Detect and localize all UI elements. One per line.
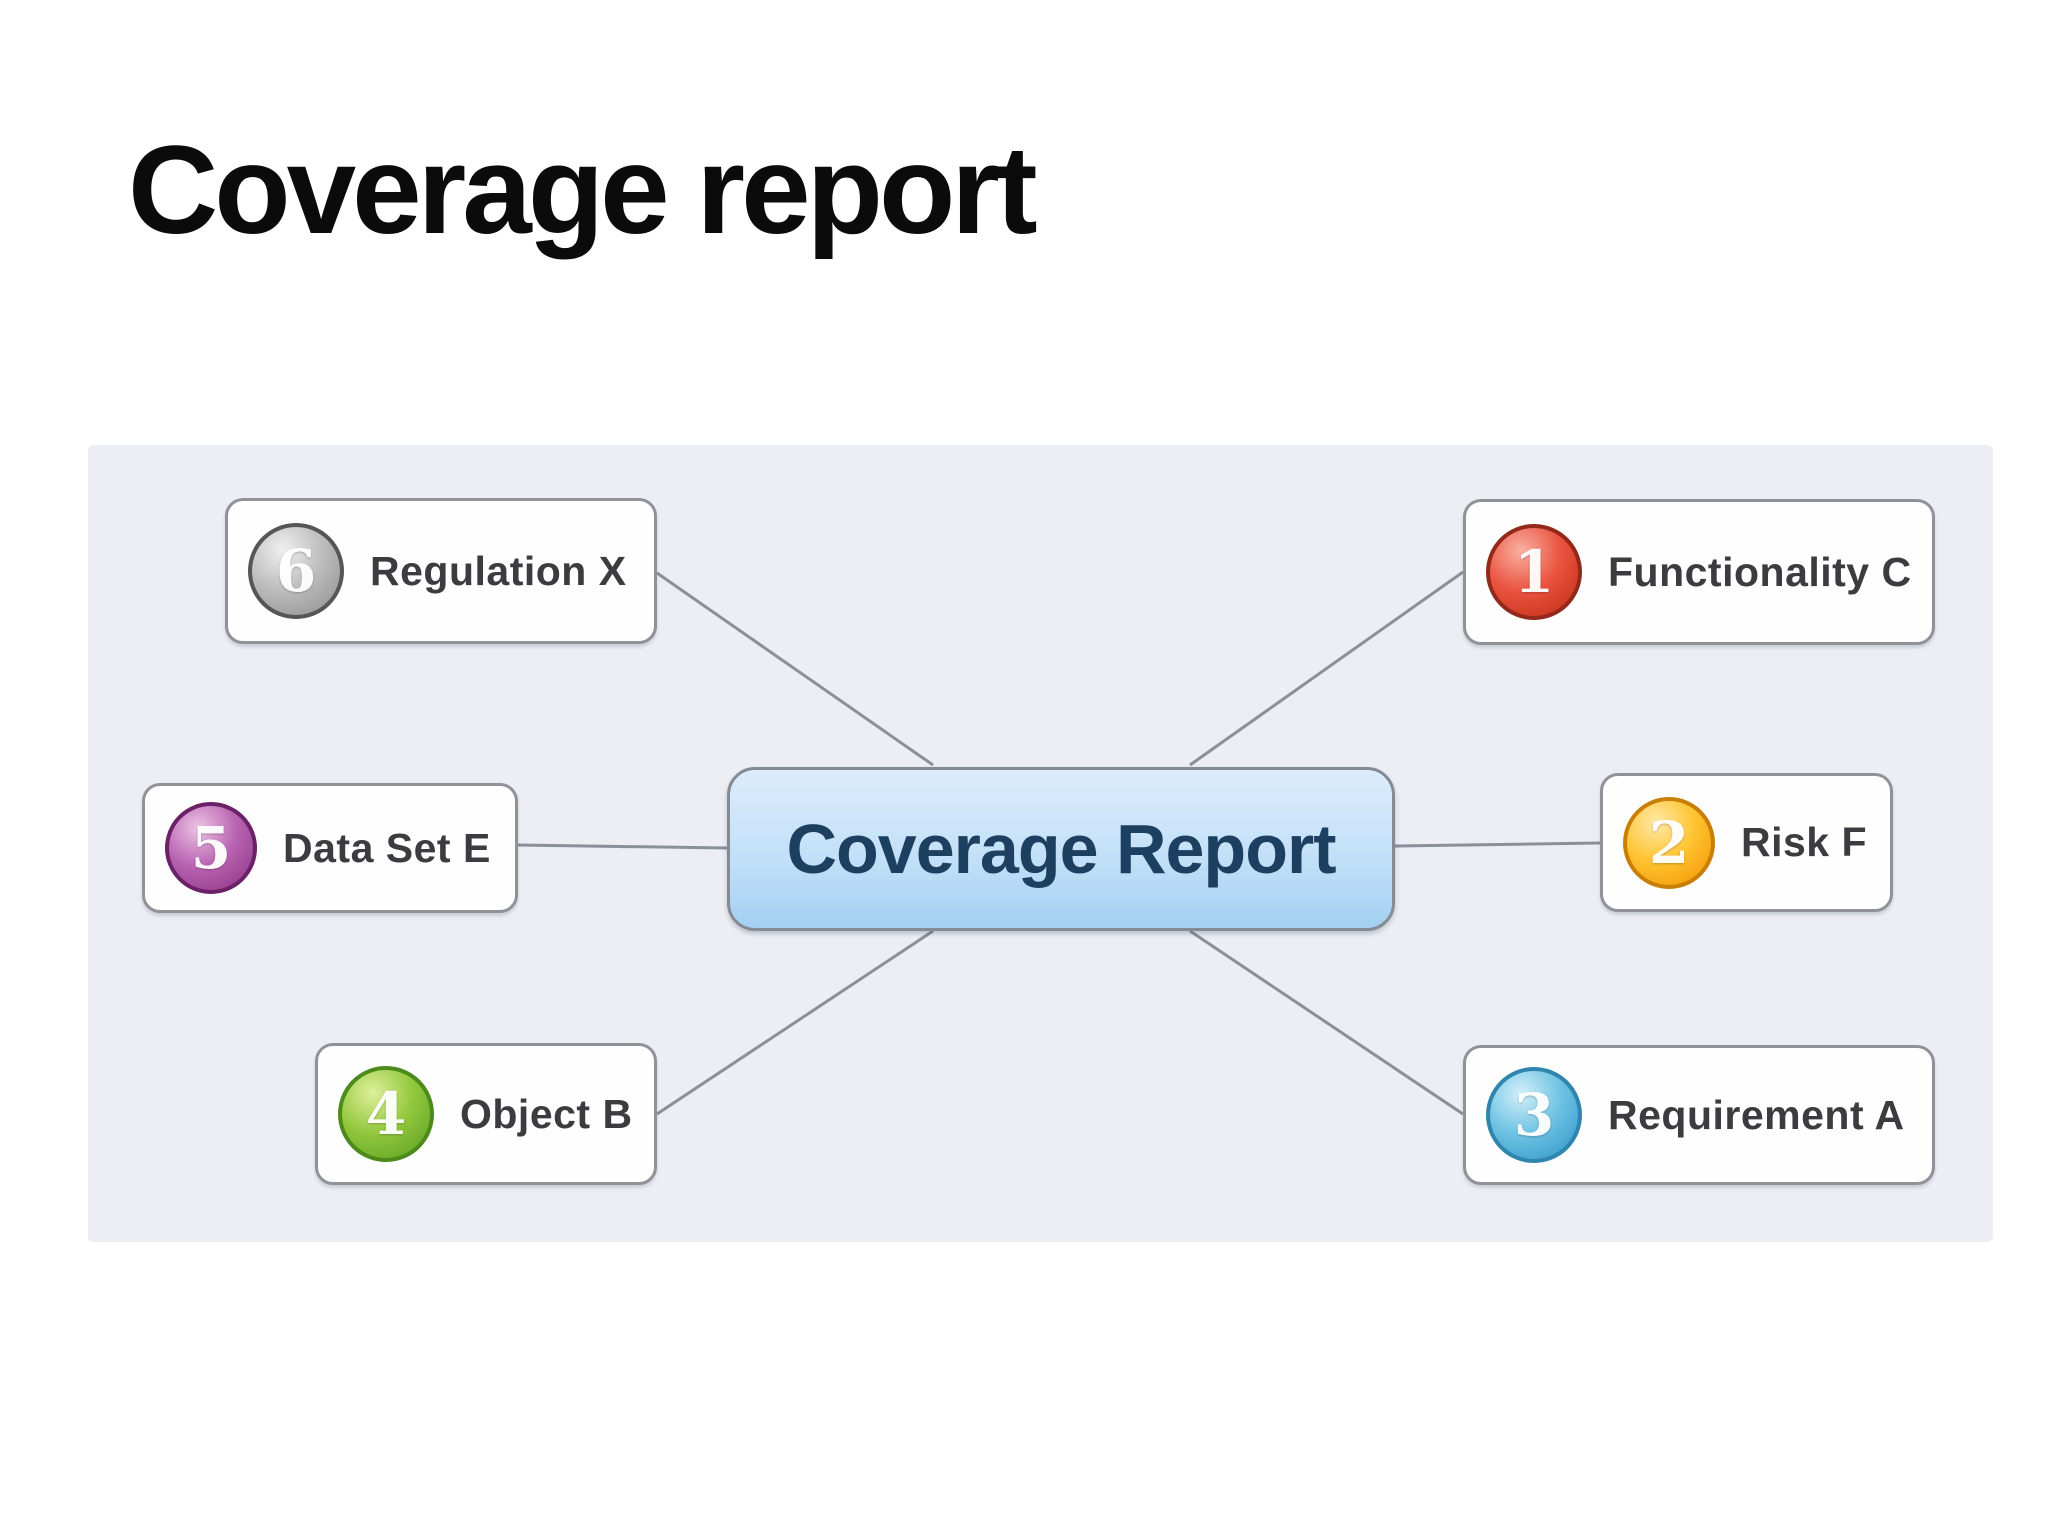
- node-data-set-e[interactable]: 5 Data Set E: [142, 783, 518, 913]
- node-label-risk-f: Risk F: [1741, 819, 1868, 865]
- badge-2-icon: 2: [1623, 796, 1715, 889]
- badge-6-icon: 6: [248, 523, 344, 619]
- connector-line-requirement-a: [1189, 929, 1464, 1116]
- coverage-diagram-panel: 6 Regulation X 1 Functionality C 5 Data …: [88, 445, 1993, 1242]
- badge-number: 5: [190, 814, 232, 882]
- node-regulation-x[interactable]: 6 Regulation X: [225, 498, 657, 644]
- connector-line-risk-f: [1394, 841, 1601, 848]
- badge-number: 2: [1648, 808, 1690, 877]
- node-requirement-a[interactable]: 3 Requirement A: [1463, 1045, 1935, 1185]
- badge-1-icon: 1: [1486, 524, 1582, 620]
- badge-number: 6: [275, 537, 317, 605]
- node-label-requirement-a: Requirement A: [1608, 1091, 1905, 1138]
- connector-line-functionality-c: [1189, 570, 1464, 767]
- badge-4-icon: 4: [338, 1066, 434, 1162]
- node-risk-f[interactable]: 2 Risk F: [1600, 773, 1893, 912]
- node-label-object-b: Object B: [460, 1090, 633, 1137]
- page-title: Coverage report: [128, 121, 1038, 260]
- node-object-b[interactable]: 4 Object B: [315, 1043, 657, 1185]
- badge-5-icon: 5: [165, 802, 257, 894]
- badge-number: 4: [365, 1080, 407, 1148]
- connector-line-data-set-e: [517, 843, 728, 850]
- node-label-functionality-c: Functionality C: [1608, 548, 1912, 595]
- badge-number: 1: [1513, 538, 1555, 606]
- connector-line-object-b: [656, 929, 934, 1116]
- badge-3-icon: 3: [1486, 1067, 1582, 1163]
- center-node-label: Coverage Report: [786, 810, 1336, 888]
- center-node-coverage-report[interactable]: Coverage Report: [727, 767, 1395, 931]
- connector-lines: [517, 570, 1601, 1116]
- badge-number: 3: [1513, 1081, 1555, 1149]
- node-functionality-c[interactable]: 1 Functionality C: [1463, 499, 1935, 645]
- node-label-regulation-x: Regulation X: [370, 547, 627, 594]
- node-label-data-set-e: Data Set E: [283, 824, 491, 871]
- connector-line-regulation-x: [656, 571, 934, 767]
